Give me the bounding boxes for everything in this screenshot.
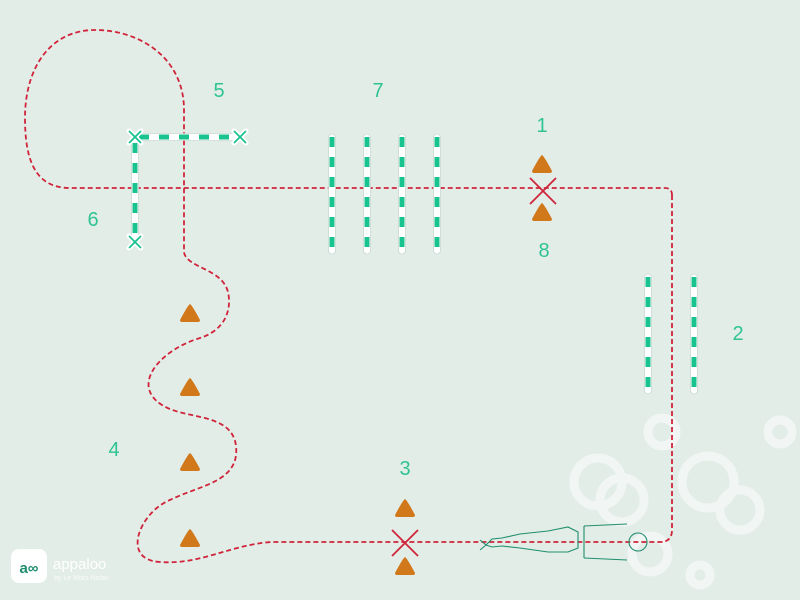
label-station-8: 8 <box>538 240 549 262</box>
label-station-2: 2 <box>732 323 743 345</box>
pole-stand-icon <box>126 128 144 146</box>
route-path <box>24 29 673 564</box>
pole <box>363 133 371 255</box>
cone-icon <box>180 304 200 322</box>
pole <box>135 133 241 141</box>
label-station-6: 6 <box>87 209 98 231</box>
horse-icon <box>479 523 648 561</box>
label-station-7: 7 <box>372 80 383 102</box>
label-station-1: 1 <box>536 115 547 137</box>
l-poles-obstacle-5-6 <box>126 128 249 251</box>
pole <box>690 273 698 395</box>
cones-group <box>180 155 552 575</box>
cone-icon <box>180 453 200 471</box>
cone-icon <box>532 203 552 221</box>
pole <box>328 133 336 255</box>
pole-stand-icon <box>231 128 249 146</box>
label-station-3: 3 <box>399 458 410 480</box>
pole <box>433 133 441 255</box>
label-station-4: 4 <box>108 439 119 461</box>
cone-icon <box>395 557 415 575</box>
logo-brand: appaloo <box>53 556 106 573</box>
cone-icon <box>180 529 200 547</box>
cone-icon <box>395 499 415 517</box>
cross-marker-icon <box>391 529 419 557</box>
label-station-5: 5 <box>213 80 224 102</box>
cone-icon <box>180 378 200 396</box>
decorative-rings <box>569 413 797 590</box>
cross-marker-icon <box>529 177 557 205</box>
poles-obstacle-7 <box>328 133 441 255</box>
pole <box>131 139 139 241</box>
logo-icon-text: a∞ <box>19 560 38 577</box>
pole <box>644 273 652 395</box>
logo-tagline: by Le Mors Nolan <box>54 575 109 582</box>
pole-stand-icon <box>126 233 144 251</box>
pole <box>398 133 406 255</box>
logo-icon <box>11 549 47 583</box>
poles-obstacle-2 <box>644 273 698 395</box>
cone-icon <box>532 155 552 173</box>
appaloo-logo: a∞ appaloo by Le Mors Nolan <box>11 549 109 583</box>
